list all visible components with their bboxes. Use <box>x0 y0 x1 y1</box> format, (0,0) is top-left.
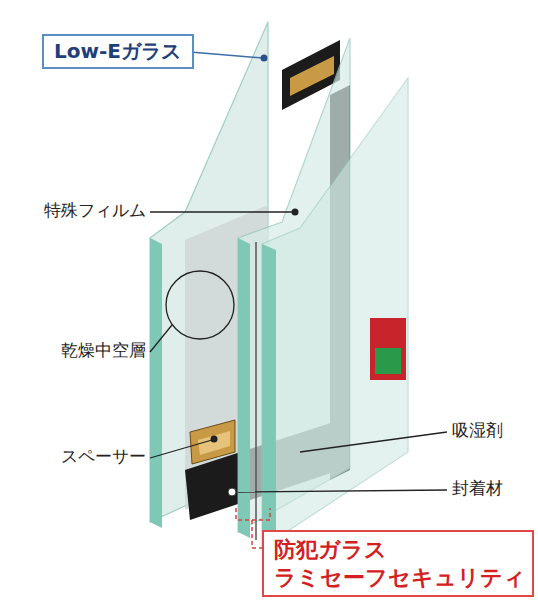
leader-line <box>252 520 262 548</box>
part-label: 特殊フィルム <box>44 200 146 220</box>
box-text: 防犯ガラス ラミセーフセキュリティ <box>274 536 522 591</box>
front-pane <box>262 78 408 548</box>
leader-line <box>238 490 447 492</box>
leader-line <box>190 52 262 58</box>
leader-dot <box>211 436 218 443</box>
leader-line <box>150 440 212 458</box>
part-label: 封着材 <box>452 478 503 498</box>
desiccant-top <box>290 56 334 96</box>
part-label: スペーサー <box>61 446 146 466</box>
security-glass-box: 防犯ガラス ラミセーフセキュリティ <box>262 530 534 597</box>
pane-edge <box>238 238 250 538</box>
box-text: Low-Eガラス <box>54 39 182 64</box>
sticker <box>375 348 401 374</box>
part-label: 乾燥中空層 <box>61 340 146 360</box>
pane-edge <box>262 244 276 556</box>
part-label: 吸湿剤 <box>452 420 503 440</box>
bracket <box>236 508 270 520</box>
leader-dot <box>292 209 299 216</box>
zoom-circle <box>166 271 234 339</box>
leader-line <box>150 211 293 212</box>
lowe-label-box: Low-Eガラス <box>42 34 194 69</box>
leader-dot <box>261 55 268 62</box>
desiccant <box>190 420 235 464</box>
pane-edge <box>150 238 162 528</box>
special-film <box>255 242 257 540</box>
sealant-dot <box>228 488 236 496</box>
sticker <box>370 318 406 380</box>
leader-line <box>300 432 447 452</box>
leader-line <box>150 325 172 352</box>
